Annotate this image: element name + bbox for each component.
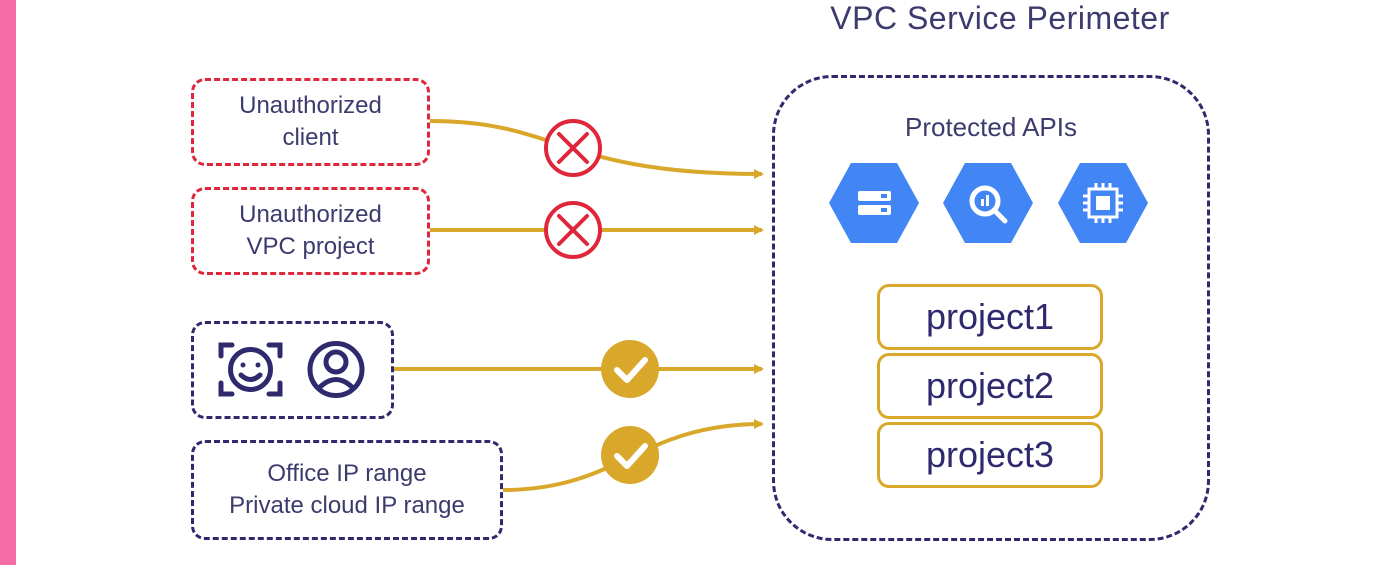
- face-id-icon: [218, 342, 283, 397]
- unauthorized-client-box: Unauthorized client: [191, 78, 430, 166]
- protected-apis-label: Protected APIs: [905, 112, 1077, 142]
- allowed-check-icon: [601, 340, 659, 398]
- user-icon: [307, 341, 365, 398]
- blocked-icon: [544, 201, 602, 259]
- project-1-label: project1: [925, 296, 1055, 337]
- blocked-icon: [544, 119, 602, 177]
- project-3-box: project3: [877, 422, 1103, 488]
- bigquery-icon: [943, 163, 1033, 243]
- ip-range-label: Office IP range Private cloud IP range: [229, 460, 465, 519]
- allowed-check-icon: [601, 426, 659, 484]
- perimeter-title: VPC Service Perimeter: [830, 0, 1170, 36]
- project-1-box: project1: [877, 284, 1103, 350]
- ip-range-box: Office IP range Private cloud IP range: [191, 440, 503, 540]
- compute-engine-icon: [1058, 163, 1148, 243]
- identity-box: [191, 321, 394, 419]
- unauthorized-vpc-project-box: Unauthorized VPC project: [191, 187, 430, 275]
- project-3-label: project3: [925, 434, 1055, 475]
- project-2-label: project2: [925, 365, 1055, 406]
- unauthorized-vpc-project-label: Unauthorized VPC project: [239, 201, 382, 260]
- vpc-service-perimeter: [772, 75, 1210, 541]
- unauthorized-client-label: Unauthorized client: [239, 92, 382, 151]
- storage-icon: [829, 163, 919, 243]
- project-2-box: project2: [877, 353, 1103, 419]
- accent-bar: [0, 0, 16, 565]
